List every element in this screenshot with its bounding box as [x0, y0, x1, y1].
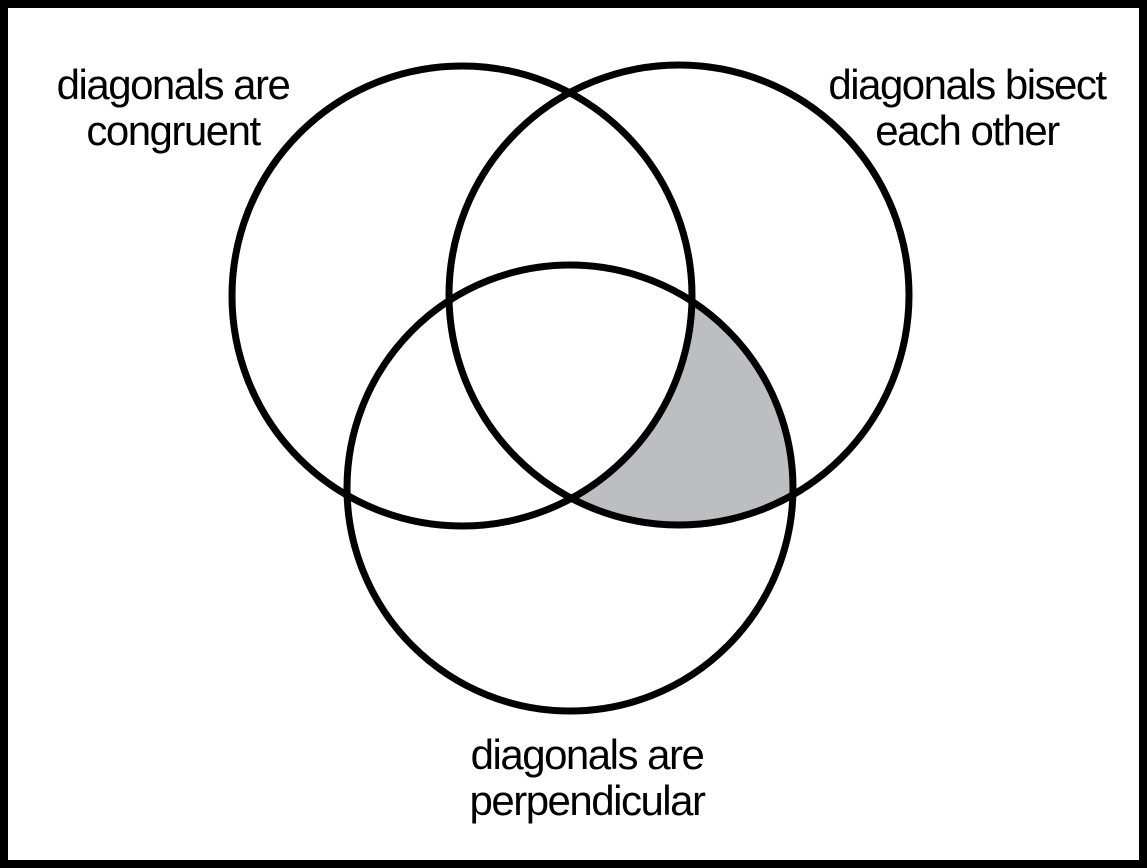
- label-diagonals-bisect: diagonals bisect each other: [828, 61, 1107, 154]
- circle-bisect-outline: [445, 61, 913, 529]
- label-diagonals-perpendicular: diagonals are perpendicular: [469, 731, 706, 824]
- circle-perpendicular-outline: [343, 261, 797, 715]
- circle-congruent-outline: [228, 62, 696, 530]
- label-diagonals-congruent: diagonals are congruent: [56, 61, 291, 154]
- shaded-region: [449, 66, 793, 525]
- venn-diagram: [228, 61, 913, 715]
